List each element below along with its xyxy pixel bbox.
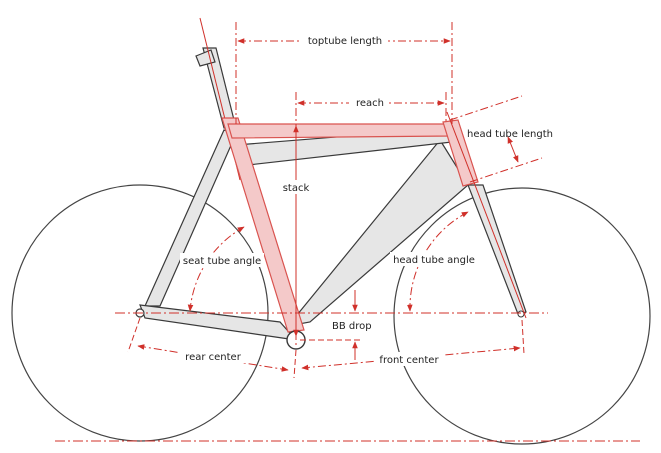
head-tube-length-label: head tube length [467,129,553,140]
stack-dimension: stack [279,125,313,337]
front-wheel [393,187,651,445]
rear-center-dimension: rear center [127,317,297,379]
down-tube [286,138,469,327]
front-fork [467,184,527,318]
front-center-dimension: front center [301,319,525,371]
reach-label: reach [356,98,384,109]
steering-axis [446,111,527,319]
rear-center-label: rear center [185,352,242,363]
toptube-length-dimension: toptube length [235,22,453,124]
bb-drop-label: BB drop [332,321,372,332]
effective-top-tube [227,123,453,139]
seat-tube-angle-label: seat tube angle [183,256,261,267]
seatstay [144,129,237,307]
stack-label: stack [283,183,310,194]
toptube-length-label: toptube length [308,36,382,47]
head-tube-angle-dimension: head tube angle [390,211,478,312]
seat-tube-angle-dimension: seat tube angle [180,226,264,312]
front-center-label: front center [379,355,439,366]
head-tube-angle-label: head tube angle [393,255,475,266]
chainstay [139,304,298,341]
seat-tube [221,117,305,333]
head-tube-length-dimension: head tube length [449,95,553,183]
